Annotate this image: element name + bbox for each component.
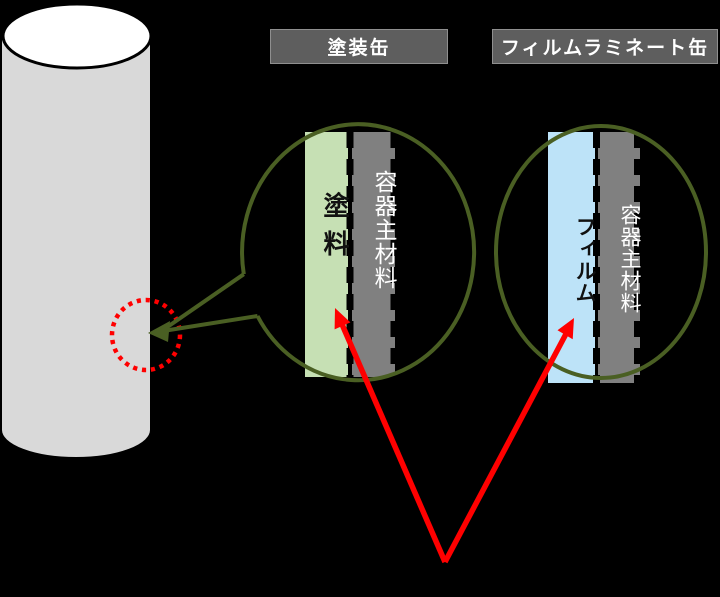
callout-upper-line	[161, 272, 245, 332]
right-red-arrow-shaft	[442, 330, 570, 564]
right-substrate-layer-label: 容器主材料	[618, 204, 641, 314]
left-substrate-layer-label: 容器主材料	[371, 170, 397, 290]
can-top-ellipse	[1, 2, 153, 70]
can-cylinder	[0, 2, 153, 459]
film-layer-label: フィルム	[573, 216, 596, 304]
left-magnifier-circle	[240, 122, 477, 383]
header-film-laminated-can: フィルムラミネート缶	[492, 29, 718, 64]
callout-arrowhead-icon	[148, 321, 170, 342]
magnifier-callout-arrow	[148, 272, 258, 342]
header-film-laminated-can-label: フィルムラミネート缶	[500, 38, 710, 59]
right-red-arrow	[442, 318, 574, 564]
left-red-arrowhead-icon	[334, 308, 351, 330]
right-magnifier-circle	[494, 124, 708, 380]
right-red-arrowhead-icon	[557, 318, 574, 340]
callout-lower-line	[162, 314, 258, 333]
left-red-arrow	[334, 308, 448, 564]
right-substrate-layer-swatch	[598, 132, 640, 383]
coating-layer-swatch	[305, 132, 348, 377]
header-painted-can-label: 塗装缶	[327, 38, 391, 59]
can-body	[0, 36, 152, 459]
zoom-region-dotted-circle	[109, 297, 183, 373]
film-layer-swatch	[548, 132, 595, 383]
film-can-layers	[548, 132, 641, 383]
header-painted-can: 塗装缶	[270, 29, 448, 64]
left-substrate-layer-swatch	[352, 132, 395, 377]
coating-layer-label: 塗料	[320, 192, 350, 268]
left-red-arrow-shaft	[338, 320, 448, 564]
